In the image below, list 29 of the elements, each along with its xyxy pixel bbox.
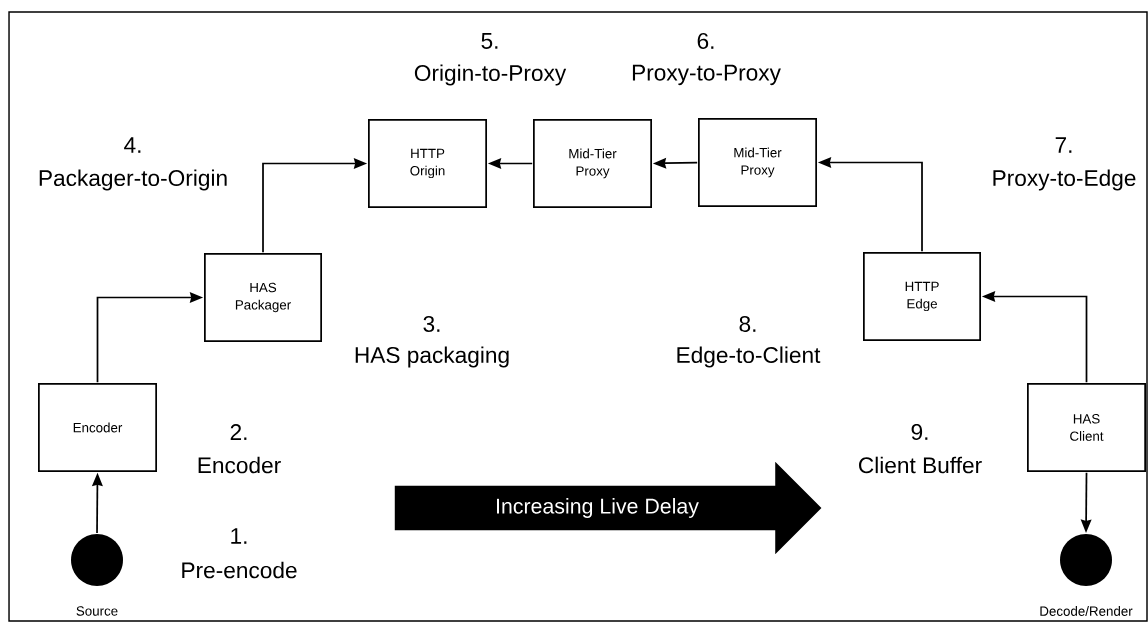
process-box: HTTP Edge [863, 252, 981, 341]
step-label: Proxy-to-Proxy [632, 64, 781, 86]
step-label: 5. [481, 33, 498, 49]
step-label: 9. [911, 423, 928, 441]
step-label: 1. [231, 528, 247, 544]
step-label: Encoder [198, 456, 281, 474]
step-label: 6. [697, 32, 714, 50]
process-box: Encoder [38, 383, 157, 472]
step-label: 8. [739, 315, 756, 333]
step-label: Packager-to-Origin [39, 169, 227, 191]
step-label: 4. [124, 137, 141, 153]
step-label: 7. [1055, 137, 1072, 153]
process-box: Mid-Tier Proxy [698, 118, 817, 207]
step-label: HAS packaging [355, 346, 509, 368]
step-label: Origin-to-Proxy [414, 64, 567, 86]
circle [1060, 534, 1112, 586]
step-label: Proxy-to-Edge [993, 169, 1136, 191]
step-label: 2. [230, 424, 247, 440]
step-label: 3. [423, 315, 440, 333]
step-label: Edge-to-Client [677, 346, 821, 368]
process-box: HTTP Origin [368, 119, 487, 208]
step-label: Client Buffer [859, 456, 982, 474]
circle-caption: Source [76, 606, 118, 616]
process-box: HAS Packager [204, 253, 322, 342]
process-box: HAS Client [1027, 383, 1146, 472]
circle-caption: Decode/Render [1040, 606, 1133, 616]
process-box: Mid-Tier Proxy [533, 119, 652, 208]
circle [71, 534, 123, 586]
step-label: Pre-encode [182, 561, 297, 579]
